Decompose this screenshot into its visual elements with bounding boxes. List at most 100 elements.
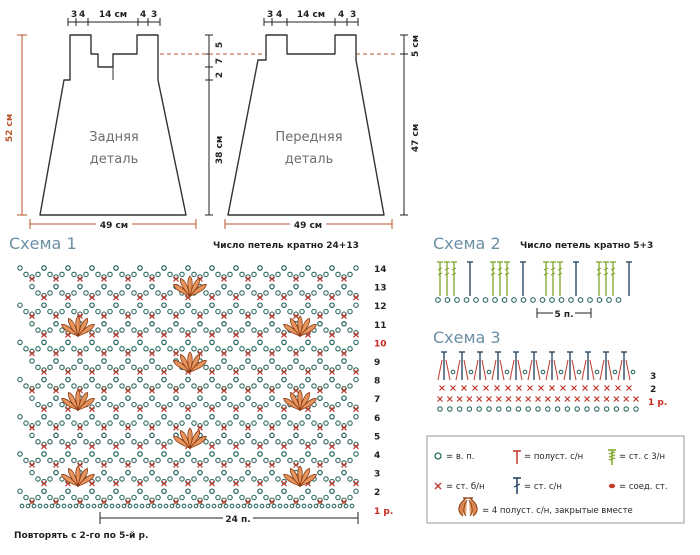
single-crochet-mark [341, 424, 347, 431]
treble-stitch-bar [610, 267, 616, 271]
chain-stitch [311, 457, 317, 464]
chain-stitch [307, 503, 313, 509]
chain-stitch [482, 297, 489, 303]
single-crochet-mark [89, 369, 95, 375]
chain-stitch [65, 339, 71, 346]
chain-stitch [197, 395, 203, 401]
single-crochet-mark [466, 396, 473, 402]
chain-stitch [505, 406, 512, 412]
chain-stitch [275, 364, 281, 371]
single-crochet-mark [125, 387, 131, 394]
half-double-stitch [571, 359, 577, 381]
single-crochet-mark [173, 276, 179, 282]
chain-stitch [233, 339, 239, 346]
chain-stitch [59, 401, 65, 408]
single-crochet-mark [329, 480, 335, 487]
chain-stitch [341, 283, 347, 290]
chain-stitch [53, 358, 59, 364]
back-top-dim-4-left: 4 [79, 10, 85, 20]
back-piece-label-line2: деталь [90, 152, 139, 167]
single-crochet-mark [495, 396, 502, 402]
chain-stitch [55, 503, 61, 509]
chain-stitch [83, 271, 89, 278]
chain-stitch [143, 383, 149, 389]
single-crochet-mark [125, 276, 131, 282]
chain-stitch [83, 383, 89, 389]
chain-stitch [89, 488, 95, 494]
chain-stitch [23, 420, 29, 426]
single-crochet-mark [582, 385, 588, 391]
chain-stitch [179, 494, 185, 501]
chain-stitch [185, 488, 191, 494]
scheme2-title: Схема 2 [433, 234, 501, 253]
chain-stitch [185, 302, 191, 308]
single-crochet-mark [633, 396, 639, 402]
chain-stitch [161, 488, 167, 494]
chain-stitch [47, 327, 53, 333]
single-crochet-mark [353, 480, 359, 487]
chain-stitch [47, 290, 53, 296]
chain-stitch [221, 432, 227, 439]
single-crochet-mark [137, 369, 143, 375]
single-crochet-mark [535, 396, 541, 402]
chain-stitch [203, 308, 209, 315]
single-crochet-mark [233, 480, 239, 487]
scheme1-row-number: 7 [374, 395, 380, 405]
chain-stitch [131, 401, 137, 408]
chain-stitch [215, 439, 221, 445]
chain-stitch [83, 308, 89, 315]
scheme2: Схема 2 Число петель кратно 5+3 5 п. [433, 234, 653, 320]
chain-stitch [299, 457, 305, 464]
single-crochet-mark [125, 424, 131, 431]
chain-stitch [137, 302, 143, 308]
shell-motif [173, 275, 207, 298]
chain-stitch [131, 420, 137, 426]
single-crochet-mark [305, 443, 311, 450]
chain-stitch [275, 457, 281, 464]
chain-stitch [85, 503, 91, 509]
chain-stitch [287, 346, 293, 352]
half-double-stitch [517, 359, 523, 381]
single-crochet-mark [125, 462, 131, 468]
treble-stitch-bar [596, 267, 602, 271]
chain-stitch [287, 290, 293, 296]
chain-stitch [95, 494, 101, 501]
chain-stitch [329, 376, 335, 383]
chain-stitch [155, 271, 161, 278]
chain-stitch [323, 364, 329, 371]
single-crochet-mark [505, 385, 511, 391]
single-crochet-mark [293, 462, 299, 468]
chain-stitch [137, 265, 143, 271]
single-crochet-mark [317, 424, 323, 431]
single-crochet-mark [89, 443, 95, 450]
shell-motif [283, 465, 317, 488]
chain-stitch [167, 383, 173, 389]
chain-stitch [59, 346, 65, 352]
chain-stitch [37, 503, 43, 509]
chain-stitch [317, 432, 323, 439]
shell-motif [173, 351, 207, 374]
single-crochet-mark [221, 276, 227, 282]
legend-treble-text: = ст. с 3/н [619, 452, 665, 462]
scheme1-multiple: Число петель кратно 24+13 [213, 241, 359, 251]
chain-stitch [115, 503, 121, 509]
chain-stitch [113, 414, 119, 420]
chain-stitch [107, 457, 113, 464]
chain-stitch [127, 503, 133, 509]
front-top-dim-center: 14 см [297, 10, 325, 20]
single-crochet-mark [257, 369, 263, 375]
chain-stitch [53, 469, 59, 476]
chain-stitch [155, 327, 161, 333]
scheme1-row-number: 4 [374, 451, 380, 461]
single-crochet-mark [584, 396, 590, 402]
single-crochet-mark [613, 396, 620, 402]
chain-stitch [317, 321, 323, 327]
chain-stitch [191, 346, 197, 352]
front-piece-diagram: Передняя деталь 3 4 14 см 4 3 49 см 5 см… [224, 10, 421, 231]
chain-stitch [239, 420, 245, 426]
chain-stitch [329, 302, 335, 308]
chain-stitch [95, 364, 101, 371]
single-crochet-mark [65, 406, 71, 413]
single-crochet-mark [41, 294, 47, 301]
chain-stitch [59, 383, 65, 389]
